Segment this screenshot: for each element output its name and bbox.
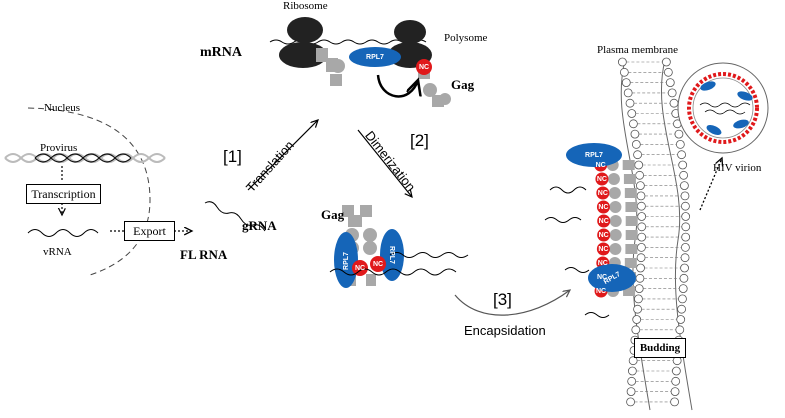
budding-box: Budding [634,338,686,358]
nc-label-membrane: NC [595,161,606,169]
vrna-strand [27,229,99,237]
provirus-helix [4,153,166,163]
provirus-label: Provirus [40,142,78,154]
polysome-label: Polysome [444,32,488,44]
nucleus-boundary [27,107,151,276]
gag-dimer [334,205,404,288]
step2-label: [2] [410,131,429,150]
plasma-membrane-label: Plasma membrane [597,44,678,56]
export-box: Export [124,221,175,241]
rpl7-label-membrane-top: RPL7 [585,151,603,159]
nc-label-membrane: NC [596,273,608,281]
gag-top-label: Gag [451,77,475,92]
ribosome-label: Ribosome [283,0,328,12]
nc-label-polysome: NC [418,63,430,71]
nc-label-dimer-left: NC [354,264,366,272]
rpl7-label-polysome: RPL7 [366,53,384,61]
rpl7-label-dimer-right: RPL7 [388,246,396,264]
gag-mid-label: Gag [321,207,345,222]
nc-label-dimer-right: NC [372,260,384,268]
fl-rna-label: FL RNA [180,247,228,262]
vrna-label: vRNA [43,246,72,258]
nc-label-membrane: NC [598,217,609,225]
grna-strand [204,201,266,232]
rpl7-label-dimer-left: RPL7 [342,252,350,270]
nc-label-membrane: NC [598,231,609,239]
nc-label-membrane: NC [597,189,608,197]
nucleus-label: Nucleus [44,102,81,114]
nc-label-membrane: NC [596,175,607,183]
nc-label-membrane: NC [598,245,609,253]
nc-label-membrane: NC [598,203,609,211]
hiv-virion-label: HIV virion [713,162,762,174]
step1-label: [1] [223,147,242,166]
hiv-virion [677,62,769,154]
step3-label: [3] [493,290,512,309]
mrna-label: mRNA [200,45,242,60]
nc-label-membrane: NC [597,259,608,267]
grna-label: gRNA [242,218,277,233]
encapsidation-label: Encapsidation [464,323,546,338]
ribosome-1 [279,17,345,86]
nc-label-membrane: NC [595,287,607,295]
transcription-box: Transcription [26,184,101,204]
